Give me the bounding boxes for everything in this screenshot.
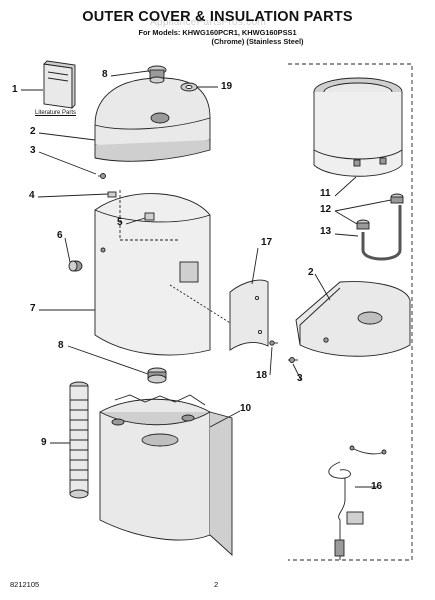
callout-7: 7 [30, 303, 36, 314]
callout-11: 11 [320, 188, 331, 199]
tank-cover-part-11 [313, 77, 403, 177]
tube-part-13 [361, 205, 402, 261]
plug-part-6 [68, 260, 83, 272]
screw-part-18 [269, 340, 278, 346]
filter-cartridge-part-9 [69, 381, 89, 499]
callout-5: 5 [117, 217, 123, 228]
callout-17: 17 [261, 237, 273, 248]
page-number: 2 [214, 580, 219, 589]
callout-13: 13 [320, 226, 332, 237]
callout-4: 4 [29, 190, 35, 201]
wire-harness-part-16 [328, 445, 387, 560]
callout-8-top: 8 [102, 69, 108, 80]
bracket-part-5 [144, 212, 155, 221]
grommet-part-19 [180, 82, 198, 92]
callout-2: 2 [30, 126, 36, 137]
document-number: 8212105 [10, 580, 40, 589]
cap-part-12-b [356, 219, 370, 230]
top-cover-part [94, 77, 211, 162]
screw-part-3-right [288, 357, 298, 363]
literature-parts-booklet [43, 60, 76, 110]
callout-1: 1 [12, 84, 18, 95]
screw-part-3-left [98, 173, 106, 179]
outer-jacket-part [94, 190, 263, 356]
watermark: AppliancePartsPros.com [150, 17, 267, 28]
callout-9: 9 [41, 437, 47, 448]
callout-16: 16 [371, 481, 383, 492]
page-title: OUTER COVER & INSULATION PARTS [82, 9, 353, 25]
literature-parts-label: Literature Parts [35, 110, 77, 116]
heat-shield-part-17 [229, 279, 269, 351]
clip-part-4 [107, 191, 117, 198]
knob-part-top [147, 65, 167, 84]
callout-12: 12 [320, 204, 332, 215]
top-cover-part-right [295, 281, 411, 357]
insulation-part-10 [99, 394, 233, 557]
callout-10: 10 [240, 403, 252, 414]
callout-3: 3 [30, 145, 36, 156]
callout-19: 19 [221, 81, 233, 92]
callout-2-right: 2 [308, 267, 314, 278]
finish-line: (Chrome) (Stainless Steel) [211, 37, 304, 46]
callout-8-lower: 8 [58, 340, 64, 351]
cap-part-12-a [390, 193, 404, 204]
callout-18: 18 [256, 370, 268, 381]
leader-lines [21, 70, 392, 488]
callout-3-right: 3 [297, 373, 303, 384]
grommet-part-8-lower [147, 367, 167, 384]
models-line: For Models: KHWG160PCR1, KHWG160PSS1 [138, 28, 297, 37]
callout-6: 6 [57, 230, 63, 241]
assembly-group-box [288, 63, 413, 561]
